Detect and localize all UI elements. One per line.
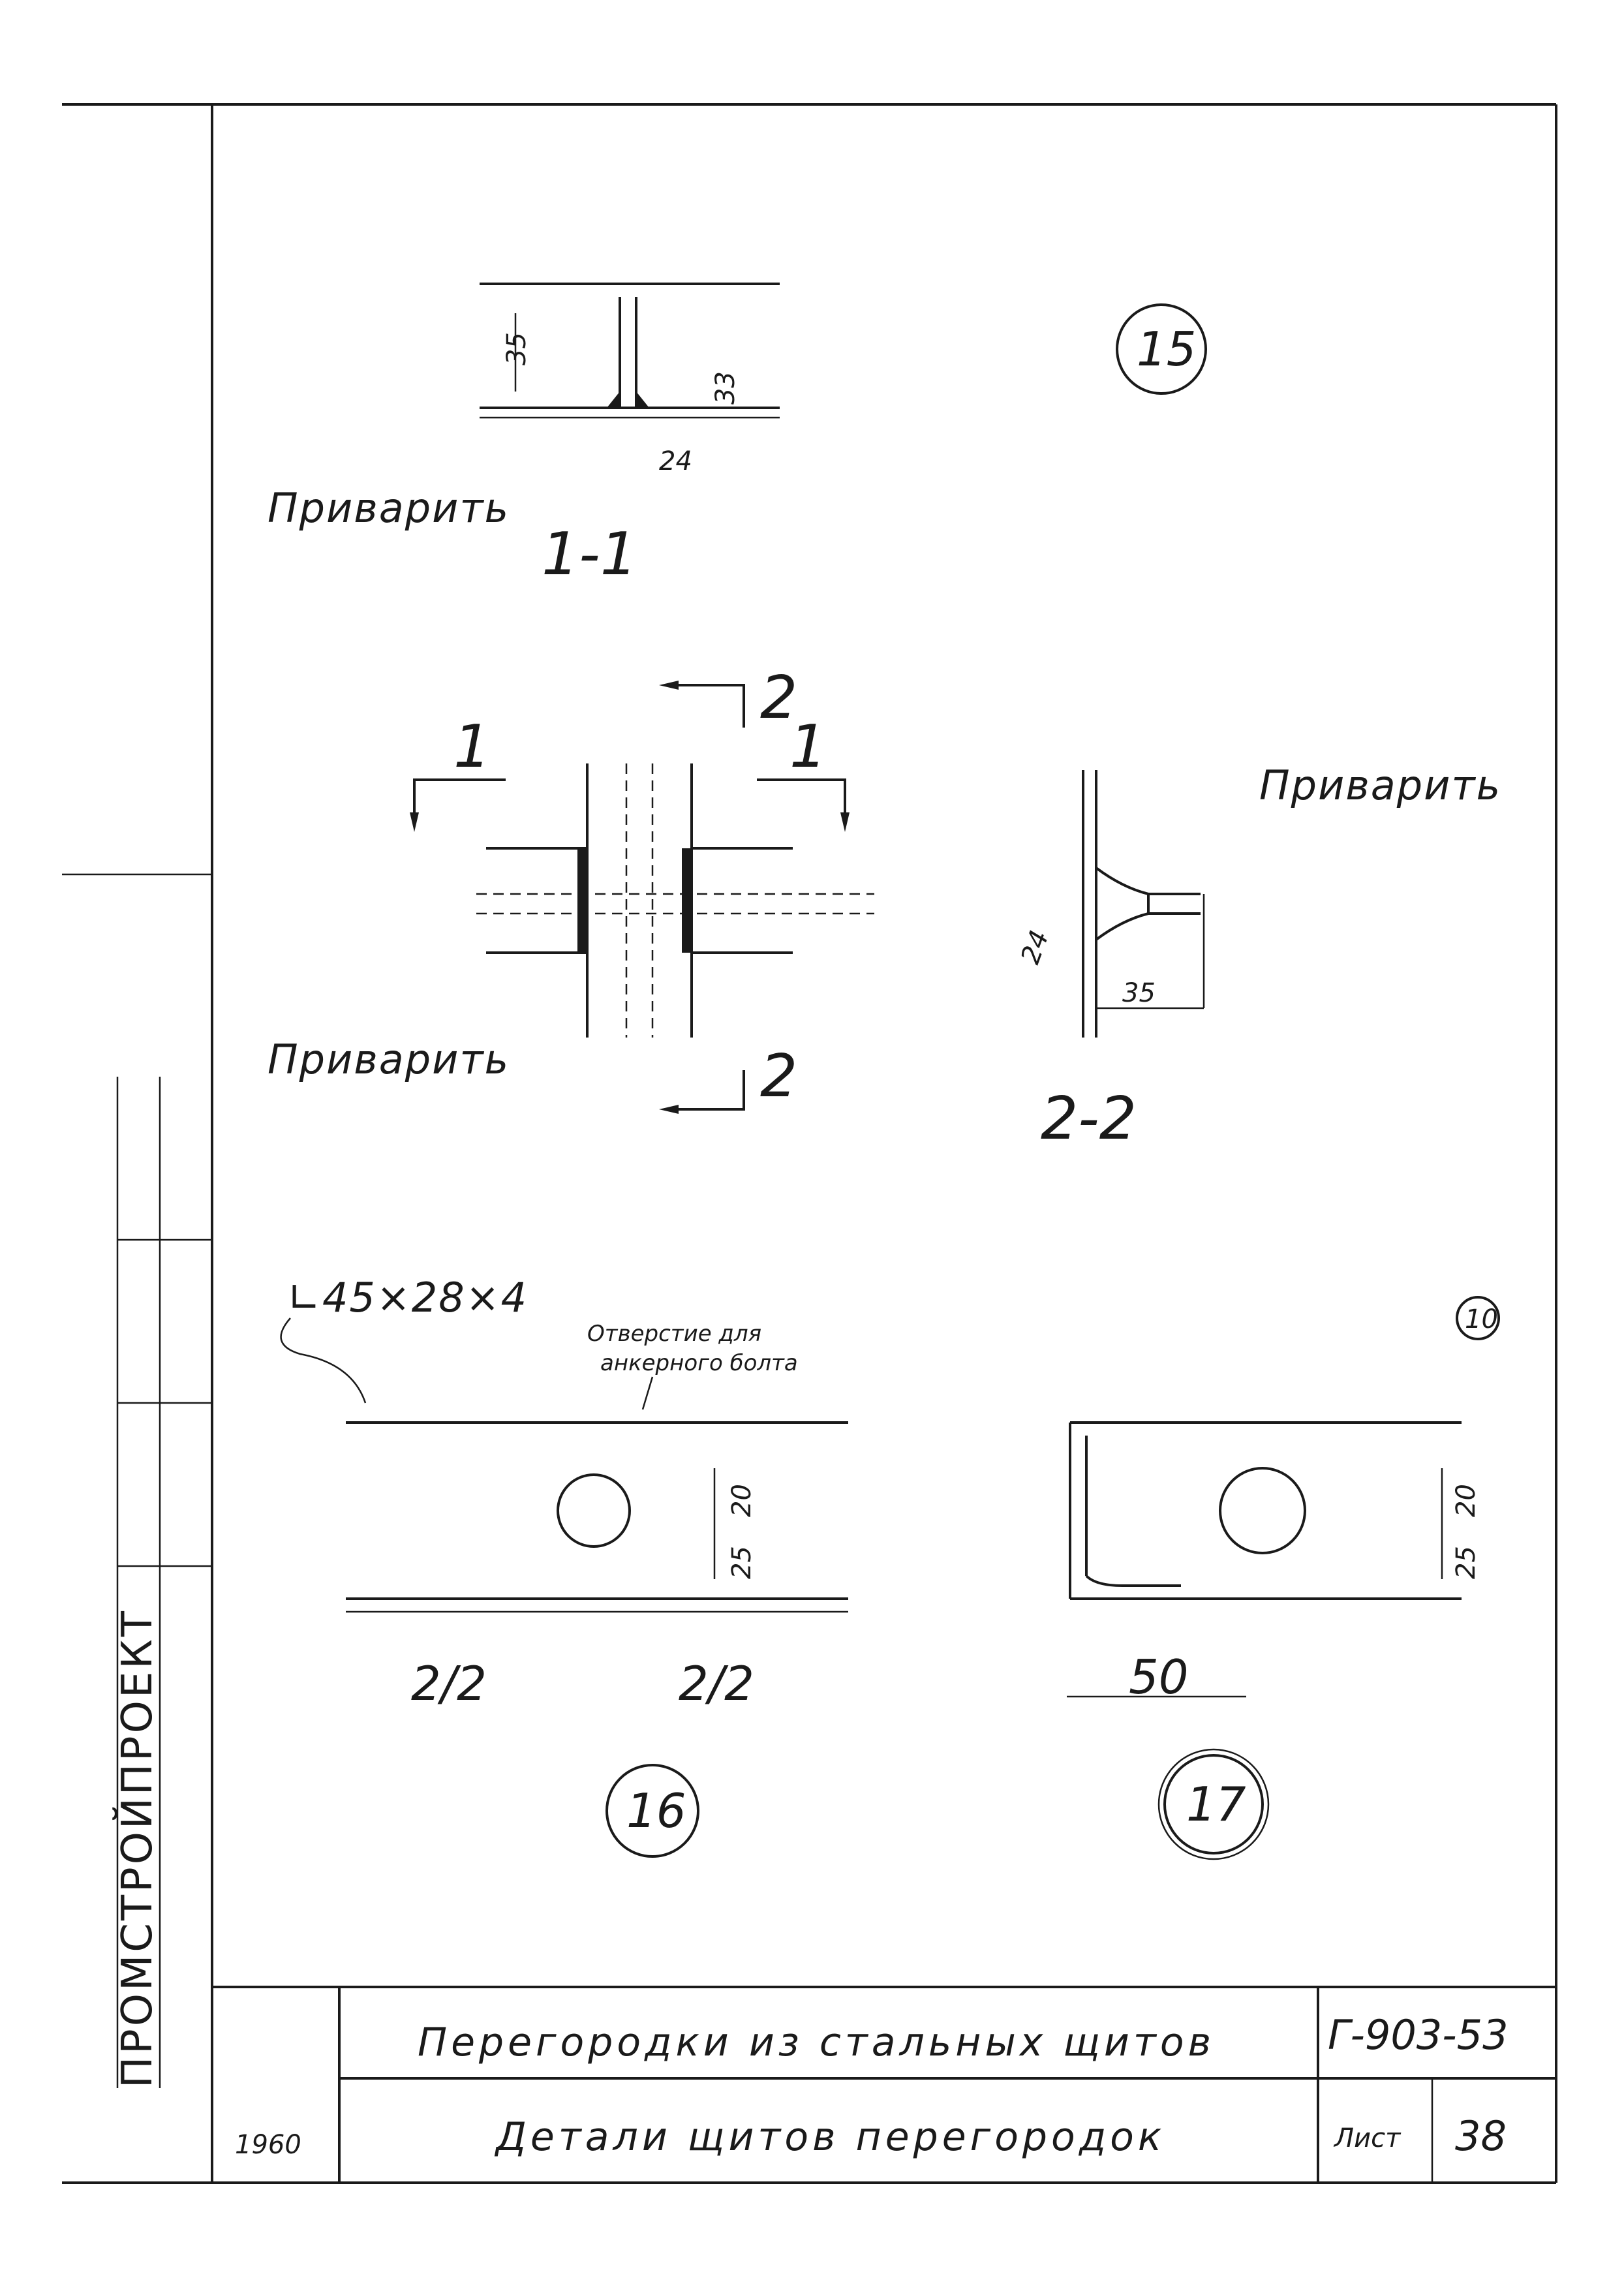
drawing-title: Перегородки из стальных щитов bbox=[418, 2020, 1215, 2065]
angle-profile-label: ∟45×28×4 bbox=[287, 1274, 528, 1321]
cut-1-right: 1 bbox=[789, 713, 827, 781]
dim-24-s22: 24 bbox=[1015, 927, 1055, 968]
dim-2-2-left: 2/2 bbox=[411, 1656, 487, 1711]
detail-16: ∟45×28×4 Отверстие для анкерного болта 2… bbox=[280, 1274, 848, 1858]
dim-25: 25 bbox=[727, 1546, 757, 1579]
dim-35: 35 bbox=[502, 332, 532, 365]
dim-2-2-right: 2/2 bbox=[679, 1656, 754, 1711]
hole-note-line2: анкерного болта bbox=[600, 1350, 798, 1376]
cut-2-bottom: 2 bbox=[760, 1042, 797, 1111]
sheet-label: Лист bbox=[1333, 2123, 1402, 2153]
dim-33: 33 bbox=[711, 371, 741, 405]
plan-view: 1 1 2 2 Приварить bbox=[268, 664, 874, 1114]
detail-15-number: 15 bbox=[1137, 322, 1197, 377]
sheet-frame bbox=[62, 103, 1557, 2184]
hole-note-line1: Отверстие для bbox=[587, 1321, 761, 1347]
weld-seam bbox=[636, 392, 649, 408]
side-stamp-org: ПРОМСТРОЙПРОЕКТ bbox=[112, 1608, 162, 2088]
dim-24: 24 bbox=[659, 446, 692, 476]
cut-2-top: 2 bbox=[760, 664, 797, 732]
section-1-1-label: 1-1 bbox=[542, 520, 637, 589]
weld-note-1: Приварить bbox=[268, 484, 510, 532]
cut-1-left: 1 bbox=[453, 713, 491, 781]
weld-seam bbox=[607, 392, 620, 408]
dim-20-d17: 20 bbox=[1451, 1484, 1481, 1517]
dim-50: 50 bbox=[1129, 1650, 1189, 1704]
detail-16-number: 16 bbox=[626, 1783, 686, 1838]
section-2-2-label: 2-2 bbox=[1041, 1085, 1137, 1153]
title-block: Перегородки из стальных щитов Детали щит… bbox=[212, 1986, 1556, 2183]
dim-35-s22: 35 bbox=[1122, 978, 1156, 1008]
drawing-year: 1960 bbox=[235, 2130, 301, 2160]
detail-10-number: 10 bbox=[1465, 1304, 1498, 1334]
detail-15: 35 33 24 Приварить 1-1 15 bbox=[268, 283, 1207, 589]
drawing-code: Г-903-53 bbox=[1328, 2011, 1509, 2059]
detail-17-number: 17 bbox=[1186, 1777, 1246, 1832]
section-2-2: 35 24 Приварить 2-2 bbox=[1015, 762, 1501, 1153]
weld-note-3: Приварить bbox=[1259, 762, 1501, 809]
sheet-number: 38 bbox=[1455, 2112, 1507, 2160]
detail-17: 10 20 25 50 17 bbox=[1067, 1296, 1500, 1860]
dim-25-d17: 25 bbox=[1451, 1546, 1481, 1579]
dim-20: 20 bbox=[727, 1484, 757, 1517]
side-stamp: ПРОМСТРОЙПРОЕКТ bbox=[112, 1077, 212, 2088]
weld-note-2: Приварить bbox=[268, 1036, 510, 1083]
drawing-subtitle: Детали щитов перегородок bbox=[494, 2114, 1165, 2160]
